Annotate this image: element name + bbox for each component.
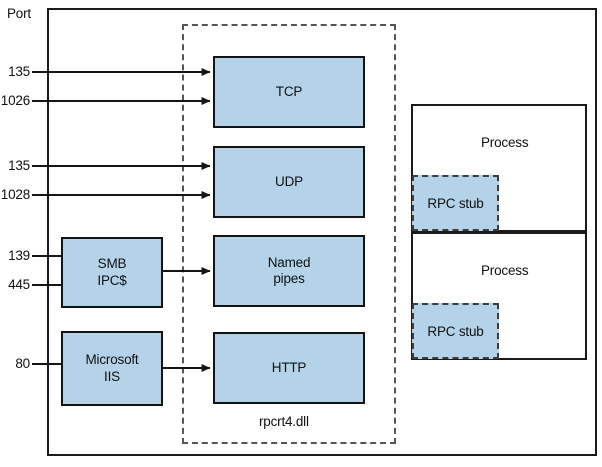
process-box-1 bbox=[411, 104, 587, 232]
transport-tcp-label: TCP bbox=[275, 83, 303, 99]
rpc-stub-box-2: RPC stub bbox=[412, 303, 499, 359]
service-smb-line2: IPC$ bbox=[97, 272, 127, 288]
rpcrt4-dll-label: rpcrt4.dll bbox=[259, 414, 309, 429]
service-box-microsoft-iis: Microsoft IIS bbox=[61, 331, 163, 406]
service-smb-line1: SMB bbox=[97, 256, 127, 272]
process-box-2 bbox=[411, 232, 587, 360]
process-2-label: Process bbox=[481, 263, 529, 278]
transport-box-http: HTTP bbox=[213, 332, 365, 404]
transport-box-named-pipes: Named pipes bbox=[213, 235, 365, 307]
transport-box-udp: UDP bbox=[213, 146, 365, 218]
host-system-boundary bbox=[47, 8, 597, 456]
transport-box-tcp: TCP bbox=[213, 56, 365, 128]
transport-http-label: HTTP bbox=[271, 359, 307, 375]
port-label-139-smb: 139 bbox=[8, 248, 30, 263]
rpc-stub-box-1: RPC stub bbox=[412, 175, 499, 231]
port-label-135-tcp: 135 bbox=[8, 64, 30, 79]
port-label-1026-tcp: 1026 bbox=[0, 93, 30, 108]
rpcrt4-dll-boundary bbox=[182, 24, 396, 444]
transport-udp-label: UDP bbox=[275, 173, 303, 189]
port-label-445-smb: 445 bbox=[8, 277, 30, 292]
service-iis-line1: Microsoft bbox=[85, 352, 139, 368]
transport-namedpipes-line2: pipes bbox=[273, 271, 305, 286]
transport-namedpipes-line1: Named bbox=[267, 254, 311, 270]
port-label-135-udp: 135 bbox=[8, 158, 30, 173]
service-box-smb-ipc: SMB IPC$ bbox=[61, 237, 163, 308]
rpc-stub-1-label: RPC stub bbox=[427, 195, 484, 211]
rpc-stub-2-label: RPC stub bbox=[427, 323, 484, 339]
port-column-heading: Port bbox=[7, 6, 31, 21]
process-1-label: Process bbox=[481, 135, 529, 150]
port-label-1028-udp: 1028 bbox=[0, 187, 30, 202]
port-label-80-iis: 80 bbox=[15, 356, 30, 371]
service-iis-line2: IIS bbox=[104, 368, 120, 384]
